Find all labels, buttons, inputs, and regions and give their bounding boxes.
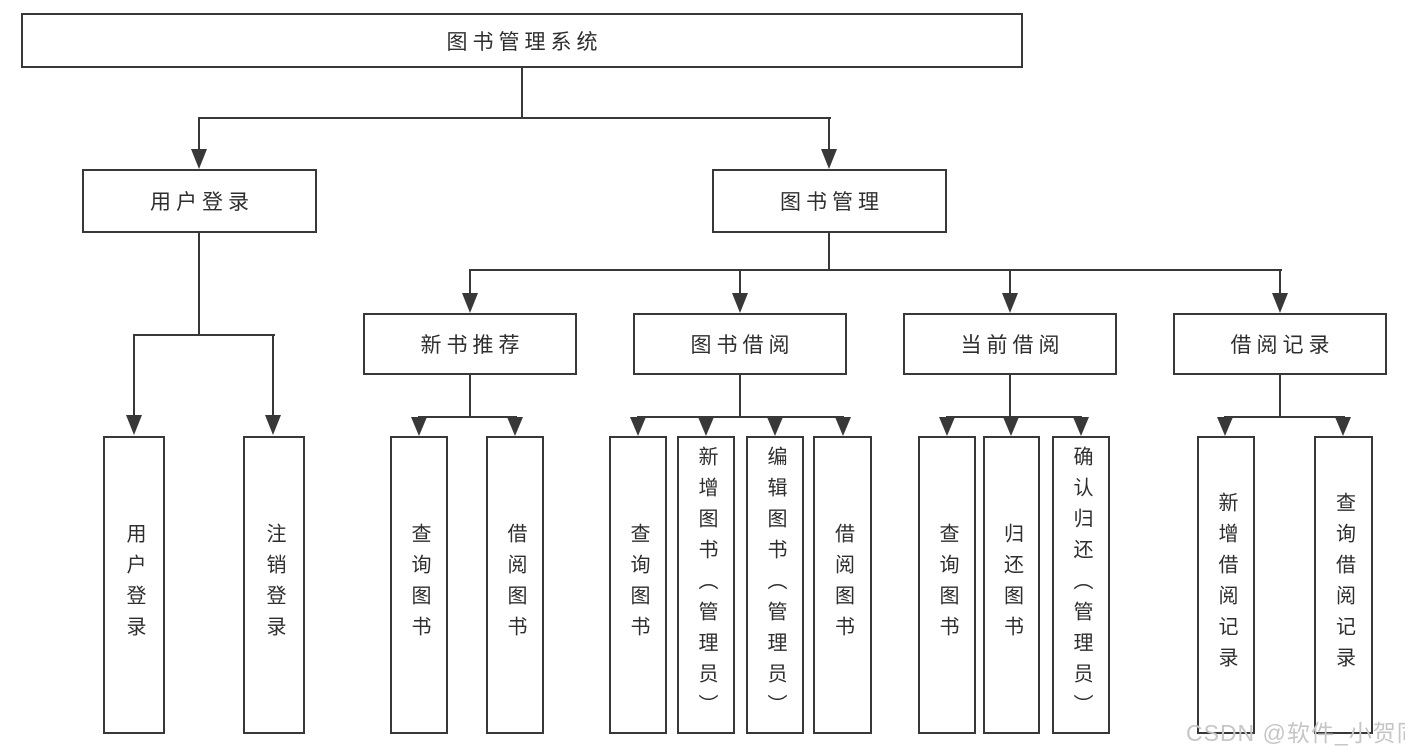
connector-line	[1009, 375, 1011, 418]
connector-line	[272, 334, 274, 418]
connector-line	[198, 117, 831, 119]
connector-line	[828, 117, 830, 153]
connector-line	[1224, 416, 1345, 418]
node-label: 新书推荐	[420, 334, 525, 357]
leaf-query-books-recommend: 查询图书	[390, 436, 448, 734]
node-label: 查询图书	[408, 523, 430, 647]
connector-line	[1279, 269, 1281, 297]
node-book-borrow: 图书借阅	[633, 313, 847, 375]
node-label: 确认归还（管理员）	[1070, 445, 1092, 725]
node-label: 借阅图书	[831, 523, 854, 647]
arrow-down-icon	[507, 417, 523, 436]
connector-line	[198, 117, 200, 153]
arrow-down-icon	[1003, 417, 1019, 436]
node-label: 注销登录	[263, 523, 285, 647]
connector-line	[469, 269, 471, 297]
arrow-down-icon	[411, 417, 427, 436]
node-label: 新增图书（管理员）	[695, 445, 717, 725]
node-label: 编辑图书（管理员）	[764, 445, 786, 725]
leaf-edit-book-admin: 编辑图书（管理员）	[746, 436, 804, 734]
node-user-login: 用户登录	[82, 169, 317, 233]
node-label: 归还图书	[1000, 523, 1023, 647]
leaf-borrow-books-recommend: 借阅图书	[486, 436, 544, 734]
leaf-query-books-borrow: 查询图书	[609, 436, 667, 734]
connector-line	[1009, 269, 1011, 297]
leaf-borrow-books: 借阅图书	[813, 436, 872, 734]
node-label: 图书管理系统	[446, 30, 603, 54]
csdn-watermark: CSDN @软件_小贺同学	[1186, 720, 1405, 746]
connector-line	[133, 334, 275, 336]
leaf-query-books-current: 查询图书	[918, 436, 976, 734]
arrow-down-icon	[462, 293, 478, 313]
arrow-down-icon	[821, 149, 837, 169]
arrow-down-icon	[698, 417, 714, 436]
node-label: 图书管理	[780, 191, 884, 214]
connector-line	[739, 269, 741, 297]
leaf-user-login: 用户登录	[103, 436, 165, 734]
node-label: 查询图书	[936, 523, 958, 647]
arrow-down-icon	[732, 293, 748, 313]
node-new-book-recommend: 新书推荐	[363, 313, 577, 375]
connector-line	[739, 375, 741, 418]
leaf-confirm-return-admin: 确认归还（管理员）	[1052, 436, 1110, 734]
connector-line	[1279, 375, 1281, 418]
arrow-down-icon	[1335, 417, 1351, 436]
node-label: 查询借阅记录	[1332, 492, 1355, 678]
connector-line	[418, 416, 517, 418]
node-book-management: 图书管理	[712, 169, 947, 233]
arrow-down-icon	[939, 417, 955, 436]
arrow-down-icon	[1073, 417, 1089, 436]
arrow-down-icon	[630, 417, 646, 436]
node-label: 借阅图书	[504, 523, 526, 647]
arrow-down-icon	[767, 417, 783, 436]
arrow-down-icon	[1002, 293, 1018, 313]
connector-line	[828, 233, 830, 271]
node-label: 用户登录	[150, 191, 254, 214]
connector-line	[469, 269, 1282, 271]
connector-line	[521, 68, 523, 118]
connector-line	[198, 233, 200, 335]
node-borrow-records: 借阅记录	[1173, 313, 1387, 375]
node-label: 用户登录	[123, 523, 145, 647]
leaf-add-borrow-record: 新增借阅记录	[1197, 436, 1255, 734]
arrow-down-icon	[1217, 417, 1233, 436]
leaf-logout-login: 注销登录	[243, 436, 305, 734]
arrow-down-icon	[191, 149, 207, 169]
connector-line	[469, 375, 471, 418]
leaf-return-book: 归还图书	[983, 436, 1040, 734]
arrow-down-icon	[265, 415, 281, 435]
arrow-down-icon	[835, 417, 851, 436]
node-label: 当前借阅	[960, 334, 1065, 357]
node-label: 借阅记录	[1230, 334, 1335, 357]
connector-line	[637, 416, 844, 418]
arrow-down-icon	[1272, 293, 1288, 313]
node-root: 图书管理系统	[21, 13, 1023, 68]
node-label: 图书借阅	[690, 334, 795, 357]
node-current-borrow: 当前借阅	[903, 313, 1117, 375]
leaf-query-borrow-record: 查询借阅记录	[1314, 436, 1373, 734]
arrow-down-icon	[126, 415, 142, 435]
leaf-add-book-admin: 新增图书（管理员）	[677, 436, 735, 734]
node-label: 查询图书	[627, 523, 649, 647]
node-label: 新增借阅记录	[1215, 492, 1237, 678]
connector-line	[133, 334, 135, 418]
